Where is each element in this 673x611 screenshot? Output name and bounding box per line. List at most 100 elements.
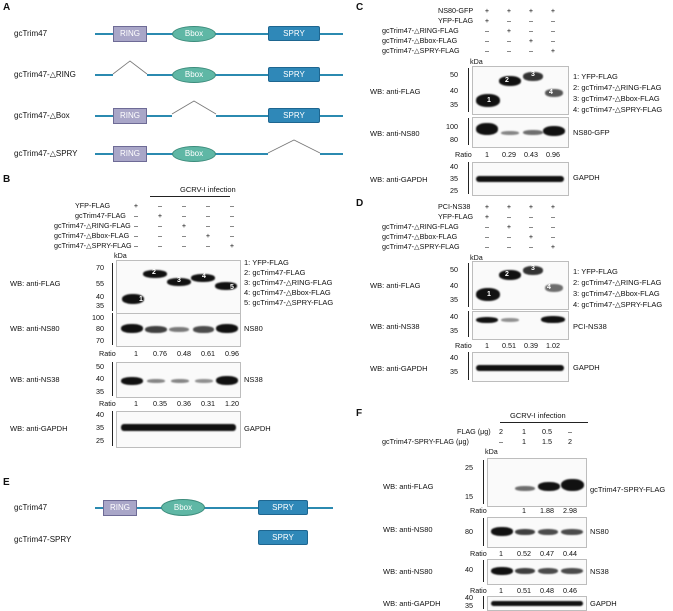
sign-b-r4-c2: – xyxy=(182,241,186,250)
spry-domain: SPRY xyxy=(268,26,320,41)
sign-c-r2-c1: + xyxy=(506,26,512,35)
band-number-4: 4 xyxy=(549,89,553,96)
marker-40: 40 xyxy=(96,374,104,383)
blot-gapdh-b xyxy=(116,411,241,448)
marker-25: 25 xyxy=(465,463,473,472)
protein-name-gapdh-f: GAPDH xyxy=(590,599,617,608)
marker-40: 40 xyxy=(450,312,458,321)
marker-axis-ns38-f xyxy=(483,560,484,582)
legend-c-4: 4: gcTrim47-△SPRY-FLAG xyxy=(573,105,663,114)
marker-25: 25 xyxy=(450,186,458,195)
sign-b-r0-c4: – xyxy=(230,201,234,210)
marker-axis-gapdh-f xyxy=(483,596,484,609)
construct-label-a4: gcTrim47-△SPRY xyxy=(14,149,78,158)
deletion-gap-a3 xyxy=(171,100,217,115)
wb-label-flag-b: WB: anti-FLAG xyxy=(10,279,61,288)
wb-label-ns38-f: WB: anti-NS80 xyxy=(383,567,433,576)
ratio-c-3: 0.96 xyxy=(546,150,560,159)
ratio-f-flag-2: 2.98 xyxy=(563,506,577,515)
ratio-label: Ratio xyxy=(455,341,472,350)
sign-d-r4-c3: + xyxy=(550,242,556,251)
construct-line-a2-left xyxy=(95,74,113,76)
marker-axis-ns80-c xyxy=(468,118,469,145)
marker-25: 25 xyxy=(96,436,104,445)
band-4 xyxy=(191,274,215,282)
construct-label-a2: gcTrim47-△RING xyxy=(14,70,76,79)
band-number-4: 4 xyxy=(202,273,206,280)
wb-label-ns38-b: WB: anti-NS38 xyxy=(10,375,60,384)
sign-c-r4-c0: – xyxy=(485,46,489,55)
band-1 xyxy=(122,294,144,304)
sign-c-r4-c3: + xyxy=(550,46,556,55)
sign-f-r1-c0: – xyxy=(499,437,503,446)
row-label-d3: gcTrim47-△Bbox-FLAG xyxy=(382,232,458,241)
legend-c-3: 3: gcTrim47-△Bbox-FLAG xyxy=(573,94,660,103)
bbox-domain: Bbox xyxy=(172,26,216,42)
ratio-f-ns80-0: 1 xyxy=(499,549,503,558)
wb-label-gapdh-b: WB: anti-GAPDH xyxy=(10,424,68,433)
panel-c-label: C xyxy=(356,2,364,13)
sign-c-r2-c2: – xyxy=(529,26,533,35)
blot-flag-f xyxy=(487,458,587,507)
ratio-b-ns38-2: 0.36 xyxy=(177,399,191,408)
panel-e-label: E xyxy=(3,477,10,488)
kda-label-b: kDa xyxy=(114,251,127,260)
row-label-d4: gcTrim47-△SPRY-FLAG xyxy=(382,242,460,251)
sign-c-r0-c0: + xyxy=(484,6,490,15)
sign-c-r4-c1: – xyxy=(507,46,511,55)
protein-name-gapdh-d: GAPDH xyxy=(573,363,600,372)
legend-b-3: 3: gcTrim47-△RING-FLAG xyxy=(244,278,333,287)
panel-d-label: D xyxy=(356,198,364,209)
band-number-2: 2 xyxy=(505,77,509,84)
legend-c-2: 2: gcTrim47-△RING-FLAG xyxy=(573,83,662,92)
sign-c-r2-c0: – xyxy=(485,26,489,35)
marker-35: 35 xyxy=(96,387,104,396)
marker-50: 50 xyxy=(450,265,458,274)
row-label-c1: YFP-FLAG xyxy=(438,16,474,25)
protein-name-gapdh-b: GAPDH xyxy=(244,424,271,433)
ratio-label: Ratio xyxy=(470,506,487,515)
construct-line-a2-right xyxy=(147,74,343,76)
blot-gapdh-f xyxy=(487,596,587,611)
spry-domain: SPRY xyxy=(258,500,308,515)
kda-label-c: kDa xyxy=(470,57,483,66)
sign-f-r1-c2: 1.5 xyxy=(542,437,552,446)
row-label-c4: gcTrim47-△SPRY-FLAG xyxy=(382,46,460,55)
ratio-label: Ratio xyxy=(99,349,116,358)
marker-axis-flag-d xyxy=(468,263,469,307)
ratio-b-ns80-1: 0.76 xyxy=(153,349,167,358)
ratio-b-ns38-4: 1.20 xyxy=(225,399,239,408)
marker-axis-ns38-d xyxy=(468,311,469,337)
sign-b-r1-c4: – xyxy=(230,211,234,220)
construct-line-a4-right xyxy=(320,153,343,155)
sign-b-r3-c3: + xyxy=(205,231,211,240)
sign-b-r3-c4: – xyxy=(230,231,234,240)
band-5 xyxy=(215,282,237,290)
blot-ns38-d xyxy=(472,311,569,340)
sign-f-r1-c3: 2 xyxy=(568,437,572,446)
marker-80: 80 xyxy=(450,135,458,144)
row-label-d2: gcTrim47-△RING-FLAG xyxy=(382,222,459,231)
ratio-b-ns38-1: 0.35 xyxy=(153,399,167,408)
marker-50: 50 xyxy=(450,70,458,79)
construct-label-e2: gcTrim47-SPRY xyxy=(14,535,72,544)
sign-d-r2-c1: + xyxy=(506,222,512,231)
sign-b-r4-c4: + xyxy=(229,241,235,250)
sign-d-r3-c0: – xyxy=(485,232,489,241)
ring-domain: RING xyxy=(113,26,147,42)
band-number-2: 2 xyxy=(152,269,156,276)
sign-f-r0-c2: 0.5 xyxy=(542,427,552,436)
sign-c-r1-c3: – xyxy=(551,16,555,25)
spry-domain: SPRY xyxy=(268,67,320,82)
protein-name-ns38-f: NS38 xyxy=(590,567,609,576)
marker-axis-gapdh-d xyxy=(468,352,469,380)
sign-d-r1-c0: + xyxy=(484,212,490,221)
protein-name-pci-ns38: PCI-NS38 xyxy=(573,322,607,331)
marker-40: 40 xyxy=(450,86,458,95)
sign-d-r0-c2: + xyxy=(528,202,534,211)
blot-ns80-f xyxy=(487,517,587,548)
panel-b-label: B xyxy=(3,174,11,185)
ratio-f-ns38-0: 1 xyxy=(499,586,503,595)
ring-domain: RING xyxy=(103,500,137,516)
marker-axis-flag-f xyxy=(483,460,484,504)
